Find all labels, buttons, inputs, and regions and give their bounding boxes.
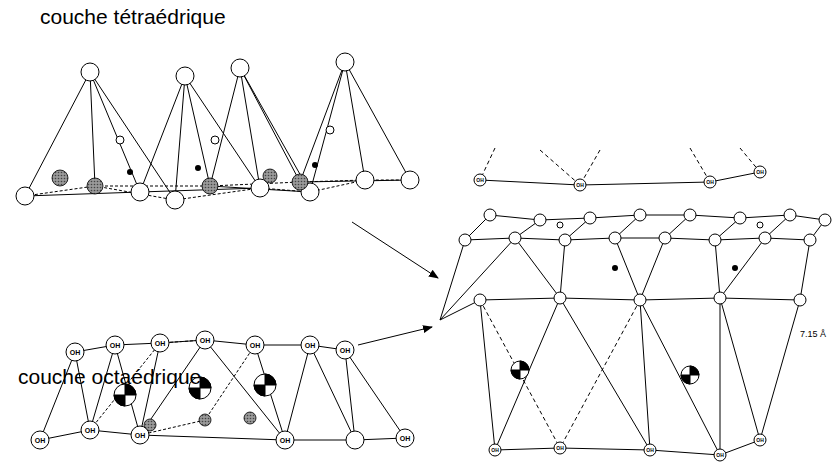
layer-title: couche octaédrique: [18, 366, 201, 387]
hydroxyl-label: OH: [756, 438, 764, 443]
hydroxyl-label: OH: [491, 448, 499, 453]
hydroxyl-label: OH: [556, 446, 564, 451]
layer-title: couche tétraédrique: [40, 6, 226, 27]
hydroxyl-label: OH: [305, 342, 316, 349]
hydroxyl-label: OH: [706, 180, 714, 185]
hydroxyl-label: OH: [250, 342, 261, 349]
hydroxyl-label: OH: [70, 349, 81, 356]
hydroxyl-label: OH: [400, 435, 411, 442]
hydroxyl-label: OH: [135, 432, 146, 439]
hydroxyl-label: OH: [280, 437, 291, 444]
hydroxyl-label: OH: [35, 437, 46, 444]
hydroxyl-label: OH: [200, 337, 211, 344]
hydroxyl-label: OH: [646, 448, 654, 453]
hydroxyl-label: OH: [110, 342, 121, 349]
hydroxyl-label: OH: [576, 183, 584, 188]
hydroxyl-label: OH: [756, 170, 764, 175]
hydroxyl-label: OH: [476, 178, 484, 183]
hydroxyl-label: OH: [716, 453, 724, 458]
hydroxyl-label: OH: [85, 427, 96, 434]
dimension-label: 7.15 Å: [800, 330, 826, 339]
hydroxyl-label: OH: [155, 340, 166, 347]
hydroxyl-label: OH: [340, 347, 351, 354]
